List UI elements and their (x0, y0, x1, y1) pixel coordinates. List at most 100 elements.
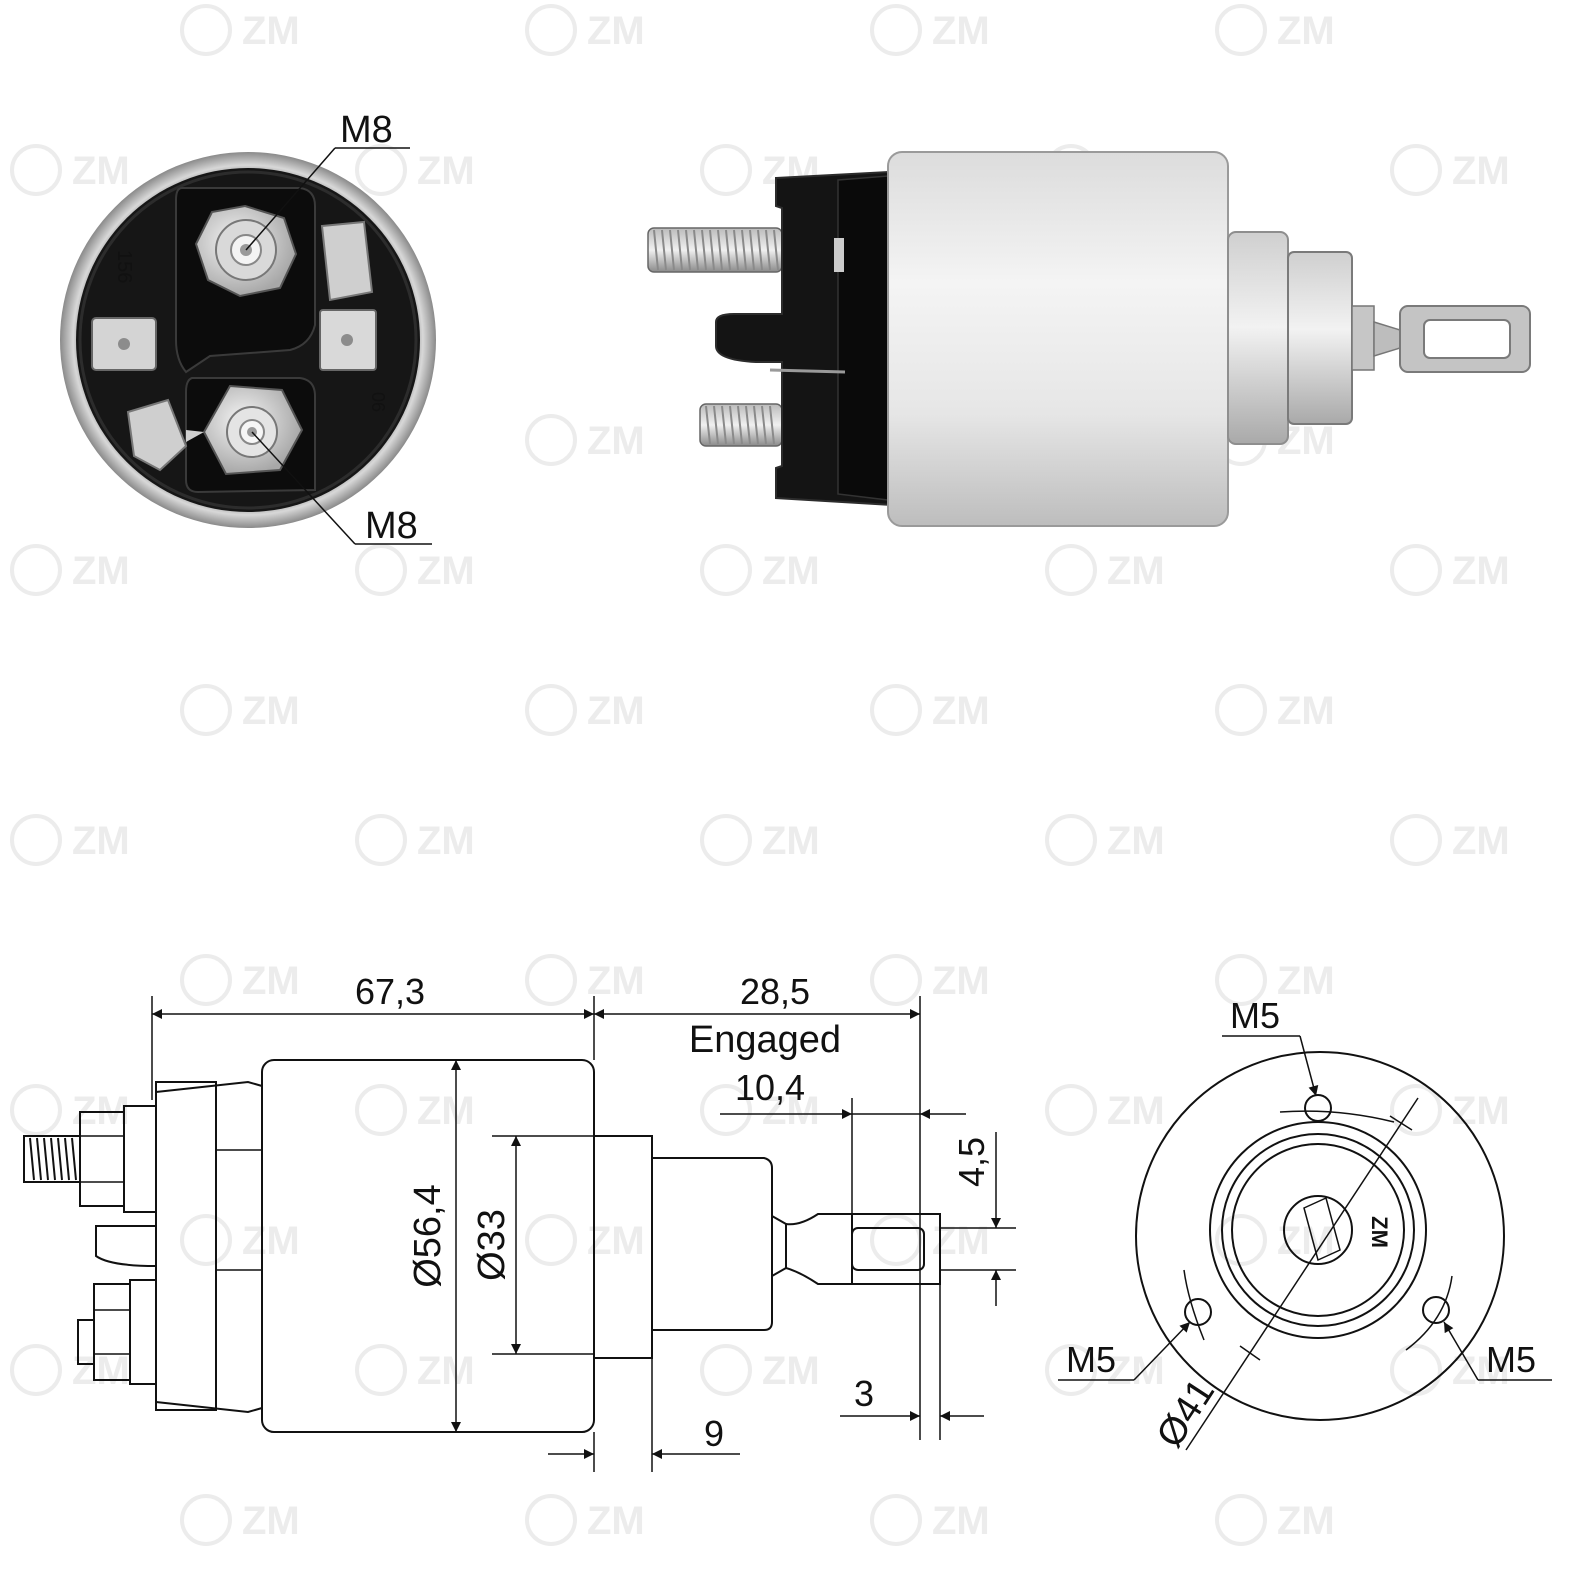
callout-m5-left: M5 (1066, 1339, 1116, 1380)
plunger-outline (652, 1157, 773, 1331)
svg-text:ZM: ZM (932, 1219, 990, 1263)
watermark: ZM (180, 954, 300, 1006)
white-patch-bottom (126, 398, 188, 472)
m5-hole-right (1422, 1296, 1450, 1324)
dim-67-3: 67,3 (355, 971, 425, 1012)
dim-diameter-33: Ø33 (471, 1209, 513, 1281)
terminal-m8-top (194, 204, 298, 298)
watermark: ZM (10, 1084, 130, 1136)
svg-text:ZM: ZM (1107, 1349, 1165, 1393)
svg-text:ZM: ZM (1277, 1499, 1335, 1543)
svg-text:ZM: ZM (1452, 1349, 1510, 1393)
watermark: ZM (10, 144, 130, 196)
svg-text:ZM: ZM (417, 149, 475, 193)
watermark: ZM (700, 1084, 820, 1136)
svg-text:ZM: ZM (932, 689, 990, 733)
watermark: ZM (10, 544, 130, 596)
nose-plunger (1287, 251, 1353, 425)
svg-text:ZM: ZM (762, 549, 820, 593)
svg-text:ZM: ZM (242, 9, 300, 53)
svg-text:ZM: ZM (1107, 819, 1165, 863)
watermark: ZM (700, 1344, 820, 1396)
dim-10-4: 10,4 (735, 1067, 805, 1108)
cap-outline (155, 1081, 217, 1411)
watermark: ZM (10, 814, 130, 866)
watermark: ZM (10, 1344, 130, 1396)
plunger-end (1283, 1195, 1353, 1265)
watermark: ZM (1215, 1494, 1335, 1546)
svg-text:ZM: ZM (587, 1499, 645, 1543)
watermark: ZM (355, 814, 475, 866)
stud-bottom (699, 403, 783, 447)
svg-text:ZM: ZM (762, 819, 820, 863)
svg-text:ZM: ZM (932, 9, 990, 53)
watermark: ZM (355, 1084, 475, 1136)
svg-text:ZM: ZM (242, 1499, 300, 1543)
end-logo-zm: ZM (1367, 1216, 1392, 1248)
stamp-06: 06 (368, 392, 388, 412)
watermark: ZM (1390, 1084, 1510, 1136)
svg-text:ZM: ZM (932, 1499, 990, 1543)
svg-text:ZM: ZM (242, 1219, 300, 1263)
svg-text:ZM: ZM (72, 1349, 130, 1393)
watermark: ZM (525, 414, 645, 466)
callout-m8-bottom: M8 (365, 505, 418, 547)
svg-text:ZM: ZM (72, 149, 130, 193)
spade-tab-outline (95, 1225, 157, 1267)
callout-m5-right: M5 (1486, 1339, 1536, 1380)
dim-28-5: 28,5 (740, 971, 810, 1012)
watermark: ZM (1215, 684, 1335, 736)
svg-text:ZM: ZM (1277, 689, 1335, 733)
watermark: ZM (870, 954, 990, 1006)
svg-text:ZM: ZM (762, 1089, 820, 1133)
svg-text:ZM: ZM (587, 1219, 645, 1263)
watermark: ZM (1390, 144, 1510, 196)
svg-text:ZM: ZM (1452, 819, 1510, 863)
watermark: ZM (525, 1214, 645, 1266)
watermark: ZM (1390, 544, 1510, 596)
svg-text:ZM: ZM (762, 1349, 820, 1393)
watermark: ZM (1215, 954, 1335, 1006)
tip-outline (851, 1213, 941, 1285)
svg-text:ZM: ZM (587, 959, 645, 1003)
watermark-layer: ZM ZM ZM ZM ZM ZM ZM ZM ZM ZM ZM ZM ZM ZM ZM ZM ZM ZM ZM ZM… (10, 4, 1510, 1546)
svg-text:ZM: ZM (1452, 549, 1510, 593)
end-outline (1135, 1051, 1505, 1421)
svg-text:ZM: ZM (72, 549, 130, 593)
watermark: ZM (1045, 1084, 1165, 1136)
watermark: ZM (870, 4, 990, 56)
watermark: ZM (180, 1214, 300, 1266)
photo-end-view: 156 06 M8 M8 (60, 109, 436, 547)
m5-hole-top (1304, 1094, 1332, 1122)
callout-m8-top: M8 (340, 109, 393, 151)
svg-text:ZM: ZM (417, 819, 475, 863)
svg-text:ZM: ZM (1107, 549, 1165, 593)
stamp-156: 156 (113, 250, 135, 283)
svg-text:ZM: ZM (587, 419, 645, 463)
watermark: ZM (1045, 1344, 1165, 1396)
svg-text:ZM: ZM (417, 1349, 475, 1393)
svg-text:ZM: ZM (417, 549, 475, 593)
stud-top-outline (23, 1105, 157, 1213)
svg-text:ZM: ZM (1452, 149, 1510, 193)
photo-side-view (647, 151, 1531, 527)
watermark: ZM (525, 954, 645, 1006)
svg-text:ZM: ZM (587, 689, 645, 733)
svg-text:ZM: ZM (417, 1089, 475, 1133)
drawing-side-view: 67,3 28,5 Engaged 10,4 4,5 Ø56,4 Ø33 3 (23, 971, 1016, 1472)
dim-9: 9 (704, 1413, 724, 1454)
label-engaged: Engaged (689, 1019, 841, 1061)
watermark: ZM (525, 684, 645, 736)
watermark: ZM (180, 4, 300, 56)
watermark: ZM (180, 1494, 300, 1546)
watermark: ZM (1390, 1344, 1510, 1396)
svg-text:ZM: ZM (72, 819, 130, 863)
stud-top (647, 227, 783, 273)
watermark: ZM (870, 684, 990, 736)
svg-text:ZM: ZM (1452, 1089, 1510, 1133)
watermark: ZM (700, 814, 820, 866)
watermark: ZM (355, 544, 475, 596)
callout-m5-top: M5 (1230, 995, 1280, 1036)
dim-3: 3 (854, 1373, 874, 1414)
